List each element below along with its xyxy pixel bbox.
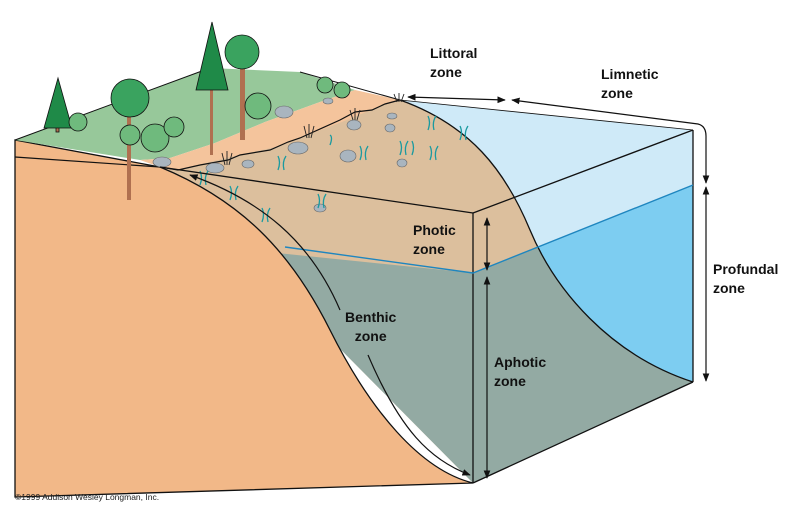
photic-boundary-line — [284, 184, 694, 274]
aphotic-zone-label: Aphotic zone — [494, 353, 546, 391]
limnetic-arrow — [511, 97, 710, 184]
photic-zone-label: Photic zone — [413, 221, 456, 259]
label-line: Littoral — [430, 45, 478, 61]
limnetic-zone-label: Limnetic zone — [601, 65, 659, 103]
label-line: Limnetic — [601, 66, 659, 82]
profundal-zone-label: Profundal zone — [713, 260, 778, 298]
benthic-arrow-upper — [189, 174, 341, 311]
benthic-arrow-lower — [367, 354, 471, 476]
land-side-face — [14, 139, 474, 498]
littoral-arrow — [407, 93, 506, 104]
grass-land — [15, 68, 355, 160]
beach — [140, 90, 400, 170]
label-line: zone — [713, 280, 745, 296]
label-line: Profundal — [713, 261, 779, 277]
land-top-edge-2 — [299, 71, 401, 101]
soil-layer-line — [14, 156, 161, 168]
zone-arrows — [189, 93, 710, 479]
label-line: zone — [601, 85, 633, 101]
rocks — [152, 97, 408, 213]
label-line: zone — [413, 241, 445, 257]
reeds — [221, 93, 405, 166]
label-line: Aphotic — [494, 354, 547, 370]
cube-edges — [159, 99, 694, 484]
benthic-zone-label: Benthic zone — [345, 308, 396, 346]
label-line: zone — [430, 64, 462, 80]
back-slope-line — [399, 99, 694, 383]
label-line: Benthic — [345, 309, 397, 325]
copyright-notice: ©1999 Addison Wesley Longman, Inc. — [15, 492, 160, 502]
shoreline — [159, 99, 401, 171]
littoral-zone-label: Littoral zone — [430, 44, 477, 82]
label-line: Photic — [413, 222, 456, 238]
label-line: zone — [354, 328, 387, 344]
label-line: zone — [494, 373, 526, 389]
trees — [43, 21, 351, 200]
